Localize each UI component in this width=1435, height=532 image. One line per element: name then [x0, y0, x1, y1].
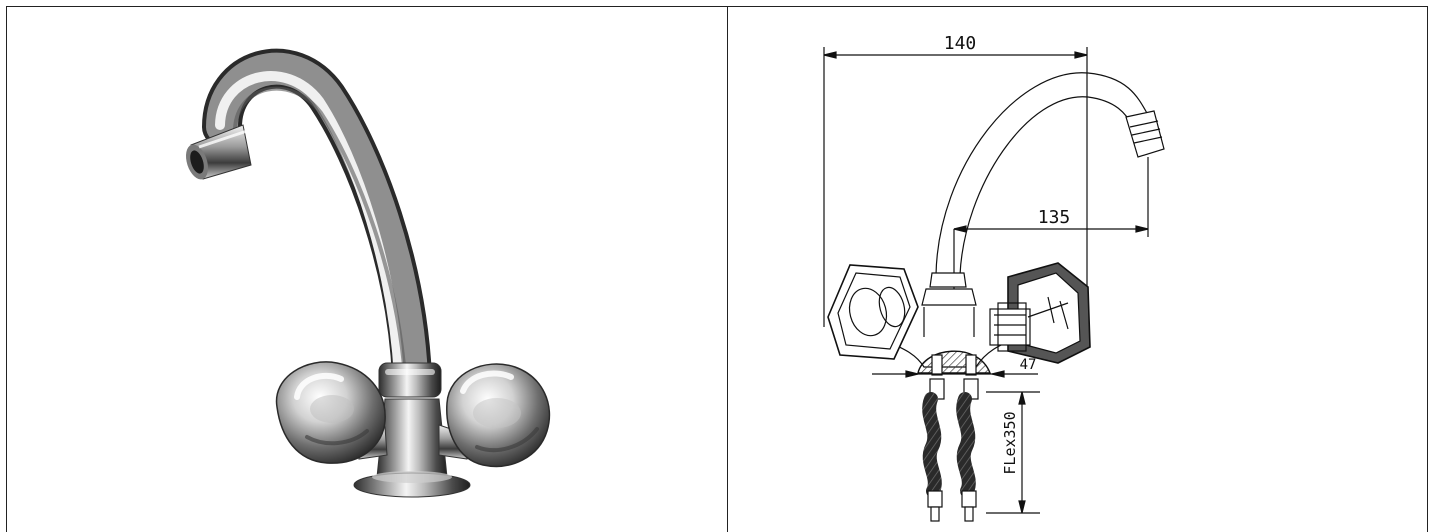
faucet-body	[353, 398, 471, 498]
dimension-47	[872, 370, 1038, 378]
table-frame	[6, 6, 1428, 532]
product-photo-panel	[7, 7, 727, 532]
dimension-label-hose: FLex350	[1001, 411, 1019, 474]
left-handle	[275, 361, 388, 464]
hoses	[922, 378, 979, 522]
right-handle	[438, 363, 551, 468]
dimension-label-135: 135	[1038, 207, 1071, 228]
spout-collar	[378, 362, 442, 398]
right-handle-section	[989, 262, 1091, 364]
spout-outline	[935, 72, 1165, 276]
collar-outline	[921, 272, 977, 306]
base-section	[917, 350, 992, 376]
technical-drawing-panel: 140 135 47 FLex350	[728, 7, 1427, 532]
dimension-140	[823, 47, 1088, 327]
aerator	[185, 124, 252, 180]
left-handle-outline	[827, 264, 919, 360]
column-divider	[727, 6, 728, 532]
technical-drawing: 140 135 47 FLex350	[823, 33, 1165, 522]
faucet-photo	[185, 48, 551, 498]
dimension-label-47: 47	[1020, 357, 1037, 373]
dimension-hose-length	[986, 391, 1040, 514]
dimension-label-140: 140	[944, 33, 977, 54]
spout	[202, 48, 432, 397]
